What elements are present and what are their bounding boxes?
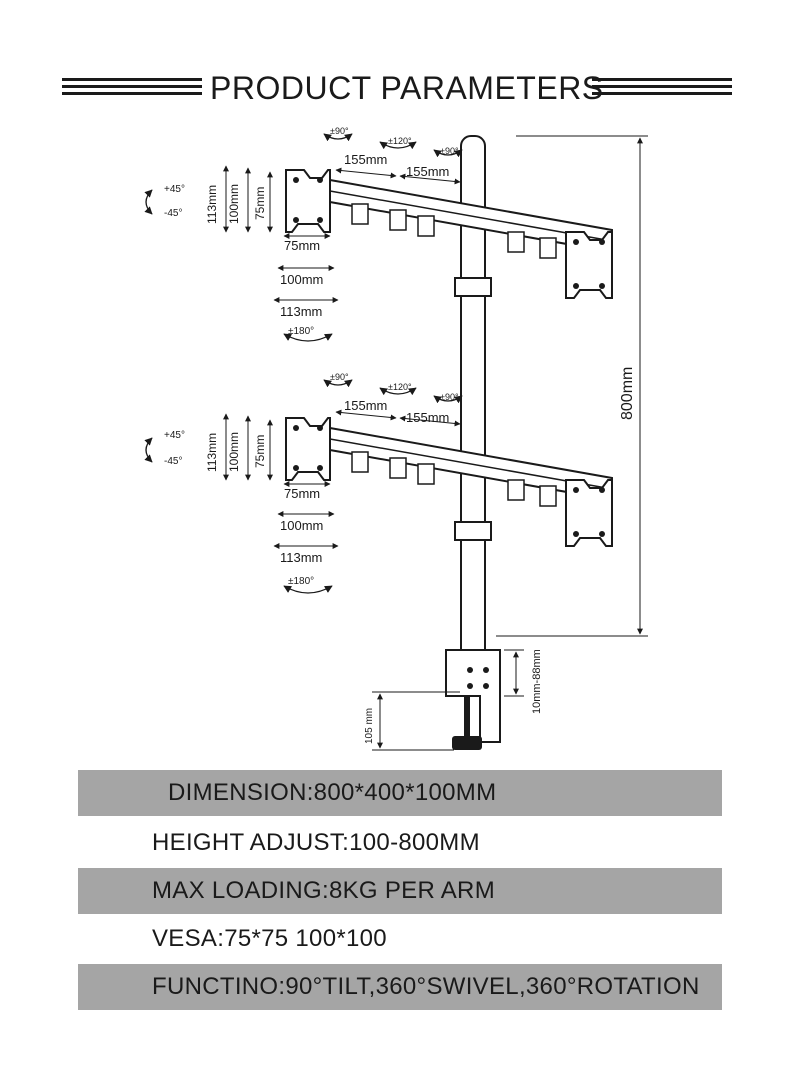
bottom-tilt-plus: +45° bbox=[164, 430, 185, 441]
bottom-right-vesa-plate bbox=[565, 479, 613, 547]
spec-dimension: DIMENSION:800*400*100MM bbox=[78, 770, 722, 816]
bottom-swivel-right: ±90° bbox=[440, 392, 459, 402]
header: PRODUCT PARAMETERS bbox=[0, 62, 800, 122]
top-swivel-mid: ±120° bbox=[388, 136, 412, 146]
top-tilt-plus: +45° bbox=[164, 184, 185, 195]
top-rotation: ±180° bbox=[288, 326, 314, 337]
top-swivel-right: ±90° bbox=[440, 146, 459, 156]
pole-height-label: 800mm bbox=[619, 367, 636, 420]
bottom-rotation: ±180° bbox=[288, 576, 314, 587]
top-right-vesa-plate bbox=[565, 231, 613, 299]
bottom-swivel-left: ±90° bbox=[330, 372, 349, 382]
clamp-height-dimension bbox=[372, 691, 460, 751]
top-bottom-113: 113mm bbox=[280, 304, 322, 319]
top-vesa-100: 100mm bbox=[227, 184, 241, 224]
monitor-mount-diagram: +45° -45° 113mm 100mm 75mm 75mm 100mm 11… bbox=[144, 126, 648, 751]
desk-clamp bbox=[445, 649, 501, 750]
bottom-bottom-75: 75mm bbox=[284, 486, 320, 501]
bottom-tilt-minus: -45° bbox=[164, 456, 182, 467]
top-left-vesa-plate bbox=[285, 169, 331, 233]
top-tilt-minus: -45° bbox=[164, 208, 182, 219]
top-arm-155-right: 155mm bbox=[406, 164, 449, 179]
bottom-bottom-113: 113mm bbox=[280, 550, 322, 565]
bottom-arm-155-right: 155mm bbox=[406, 410, 449, 425]
bottom-vesa-100: 100mm bbox=[227, 432, 241, 472]
clamp-range-label: 10mm-88mm bbox=[531, 649, 543, 714]
spec-list: DIMENSION:800*400*100MM HEIGHT ADJUST:10… bbox=[78, 770, 722, 1010]
top-arm-dimensions bbox=[144, 133, 463, 342]
top-vesa-75: 75mm bbox=[253, 187, 267, 220]
bottom-vesa-75: 75mm bbox=[253, 435, 267, 468]
clamp-height-label: 105 mm bbox=[364, 708, 375, 744]
bottom-bottom-100: 100mm bbox=[280, 518, 323, 533]
bottom-vesa-113: 113mm bbox=[205, 433, 219, 472]
top-swivel-left: ±90° bbox=[330, 126, 349, 136]
spec-vesa: VESA:75*75 100*100 bbox=[152, 925, 387, 952]
spec-function: FUNCTINO:90°TILT,360°SWIVEL,360°ROTATION bbox=[78, 964, 722, 1010]
pole-collar-bottom bbox=[454, 521, 492, 541]
bottom-arm-155-left: 155mm bbox=[344, 398, 387, 413]
top-arm-155-left: 155mm bbox=[344, 152, 387, 167]
top-bottom-75: 75mm bbox=[284, 238, 320, 253]
clamp-range-dimension bbox=[504, 649, 524, 697]
top-bottom-100: 100mm bbox=[280, 272, 323, 287]
spec-max-loading: MAX LOADING:8KG PER ARM bbox=[78, 868, 722, 914]
header-rule-right bbox=[592, 78, 732, 96]
bottom-swivel-mid: ±120° bbox=[388, 382, 412, 392]
bottom-arm-dimensions bbox=[144, 379, 463, 594]
pole-height-dimension bbox=[496, 135, 648, 637]
page-title: PRODUCT PARAMETERS bbox=[210, 70, 604, 106]
bottom-left-vesa-plate bbox=[285, 417, 331, 481]
pole-collar-top bbox=[454, 277, 492, 297]
header-rule-left bbox=[62, 78, 202, 96]
spec-height-adjust: HEIGHT ADJUST:100-800MM bbox=[152, 829, 480, 856]
top-vesa-113: 113mm bbox=[205, 185, 219, 224]
